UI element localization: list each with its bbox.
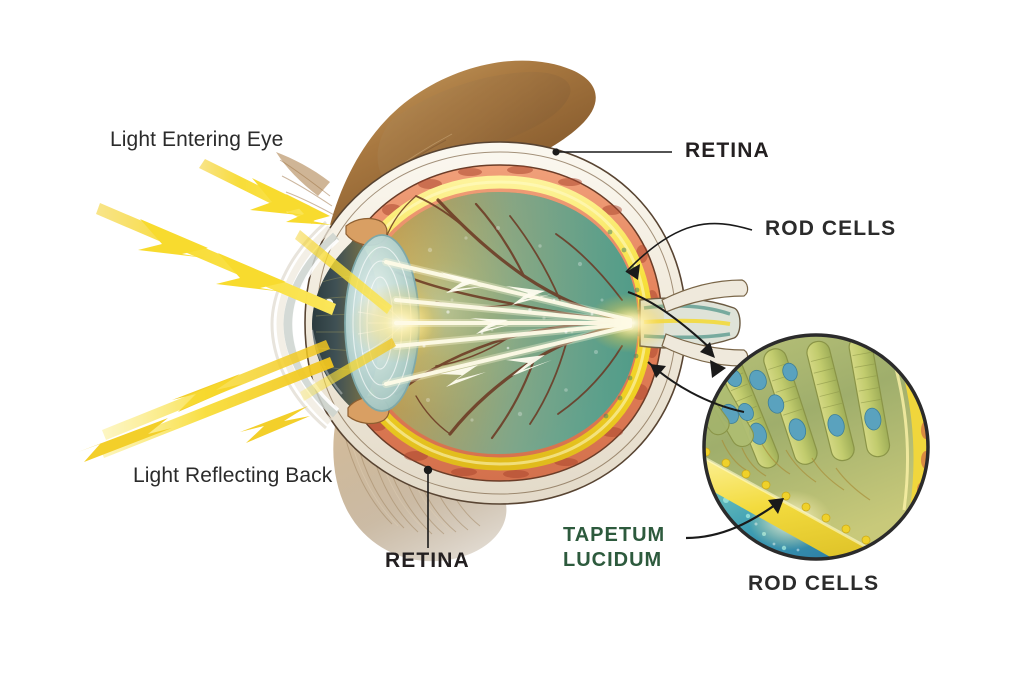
rod-cells-inset [702,333,930,561]
arrowhead [650,364,666,378]
label-retina-bottom: RETINA [385,549,470,572]
label-tapetum-lucidum-line1: TAPETUM [563,524,666,546]
label-rod-cells-inset: ROD CELLS [748,572,880,595]
label-tapetum-lucidum-line2: LUCIDUM [563,549,663,571]
label-light-reflecting-back: Light Reflecting Back [133,464,333,487]
arrowhead [626,264,640,280]
arrowhead [710,360,726,378]
leader-lines [423,148,784,548]
label-light-entering-eye: Light Entering Eye [110,128,284,151]
inset-border-circle [702,333,930,561]
ray-arrowhead [78,418,172,462]
internal-light-rays [350,258,664,388]
label-rod-cells-right: ROD CELLS [765,217,897,240]
ray-arrowhead [138,219,208,258]
light-entering-rays [96,159,392,315]
ray-arrowhead [240,406,310,443]
ray-arrowhead [216,253,286,292]
light-reflecting-rays [78,338,396,462]
label-retina-top: RETINA [685,139,770,162]
rod-cell-group [704,335,891,469]
arrowhead [768,498,784,514]
ray-arrowhead [250,178,310,216]
ray-arrowhead [286,194,332,225]
arrowhead [700,342,715,358]
